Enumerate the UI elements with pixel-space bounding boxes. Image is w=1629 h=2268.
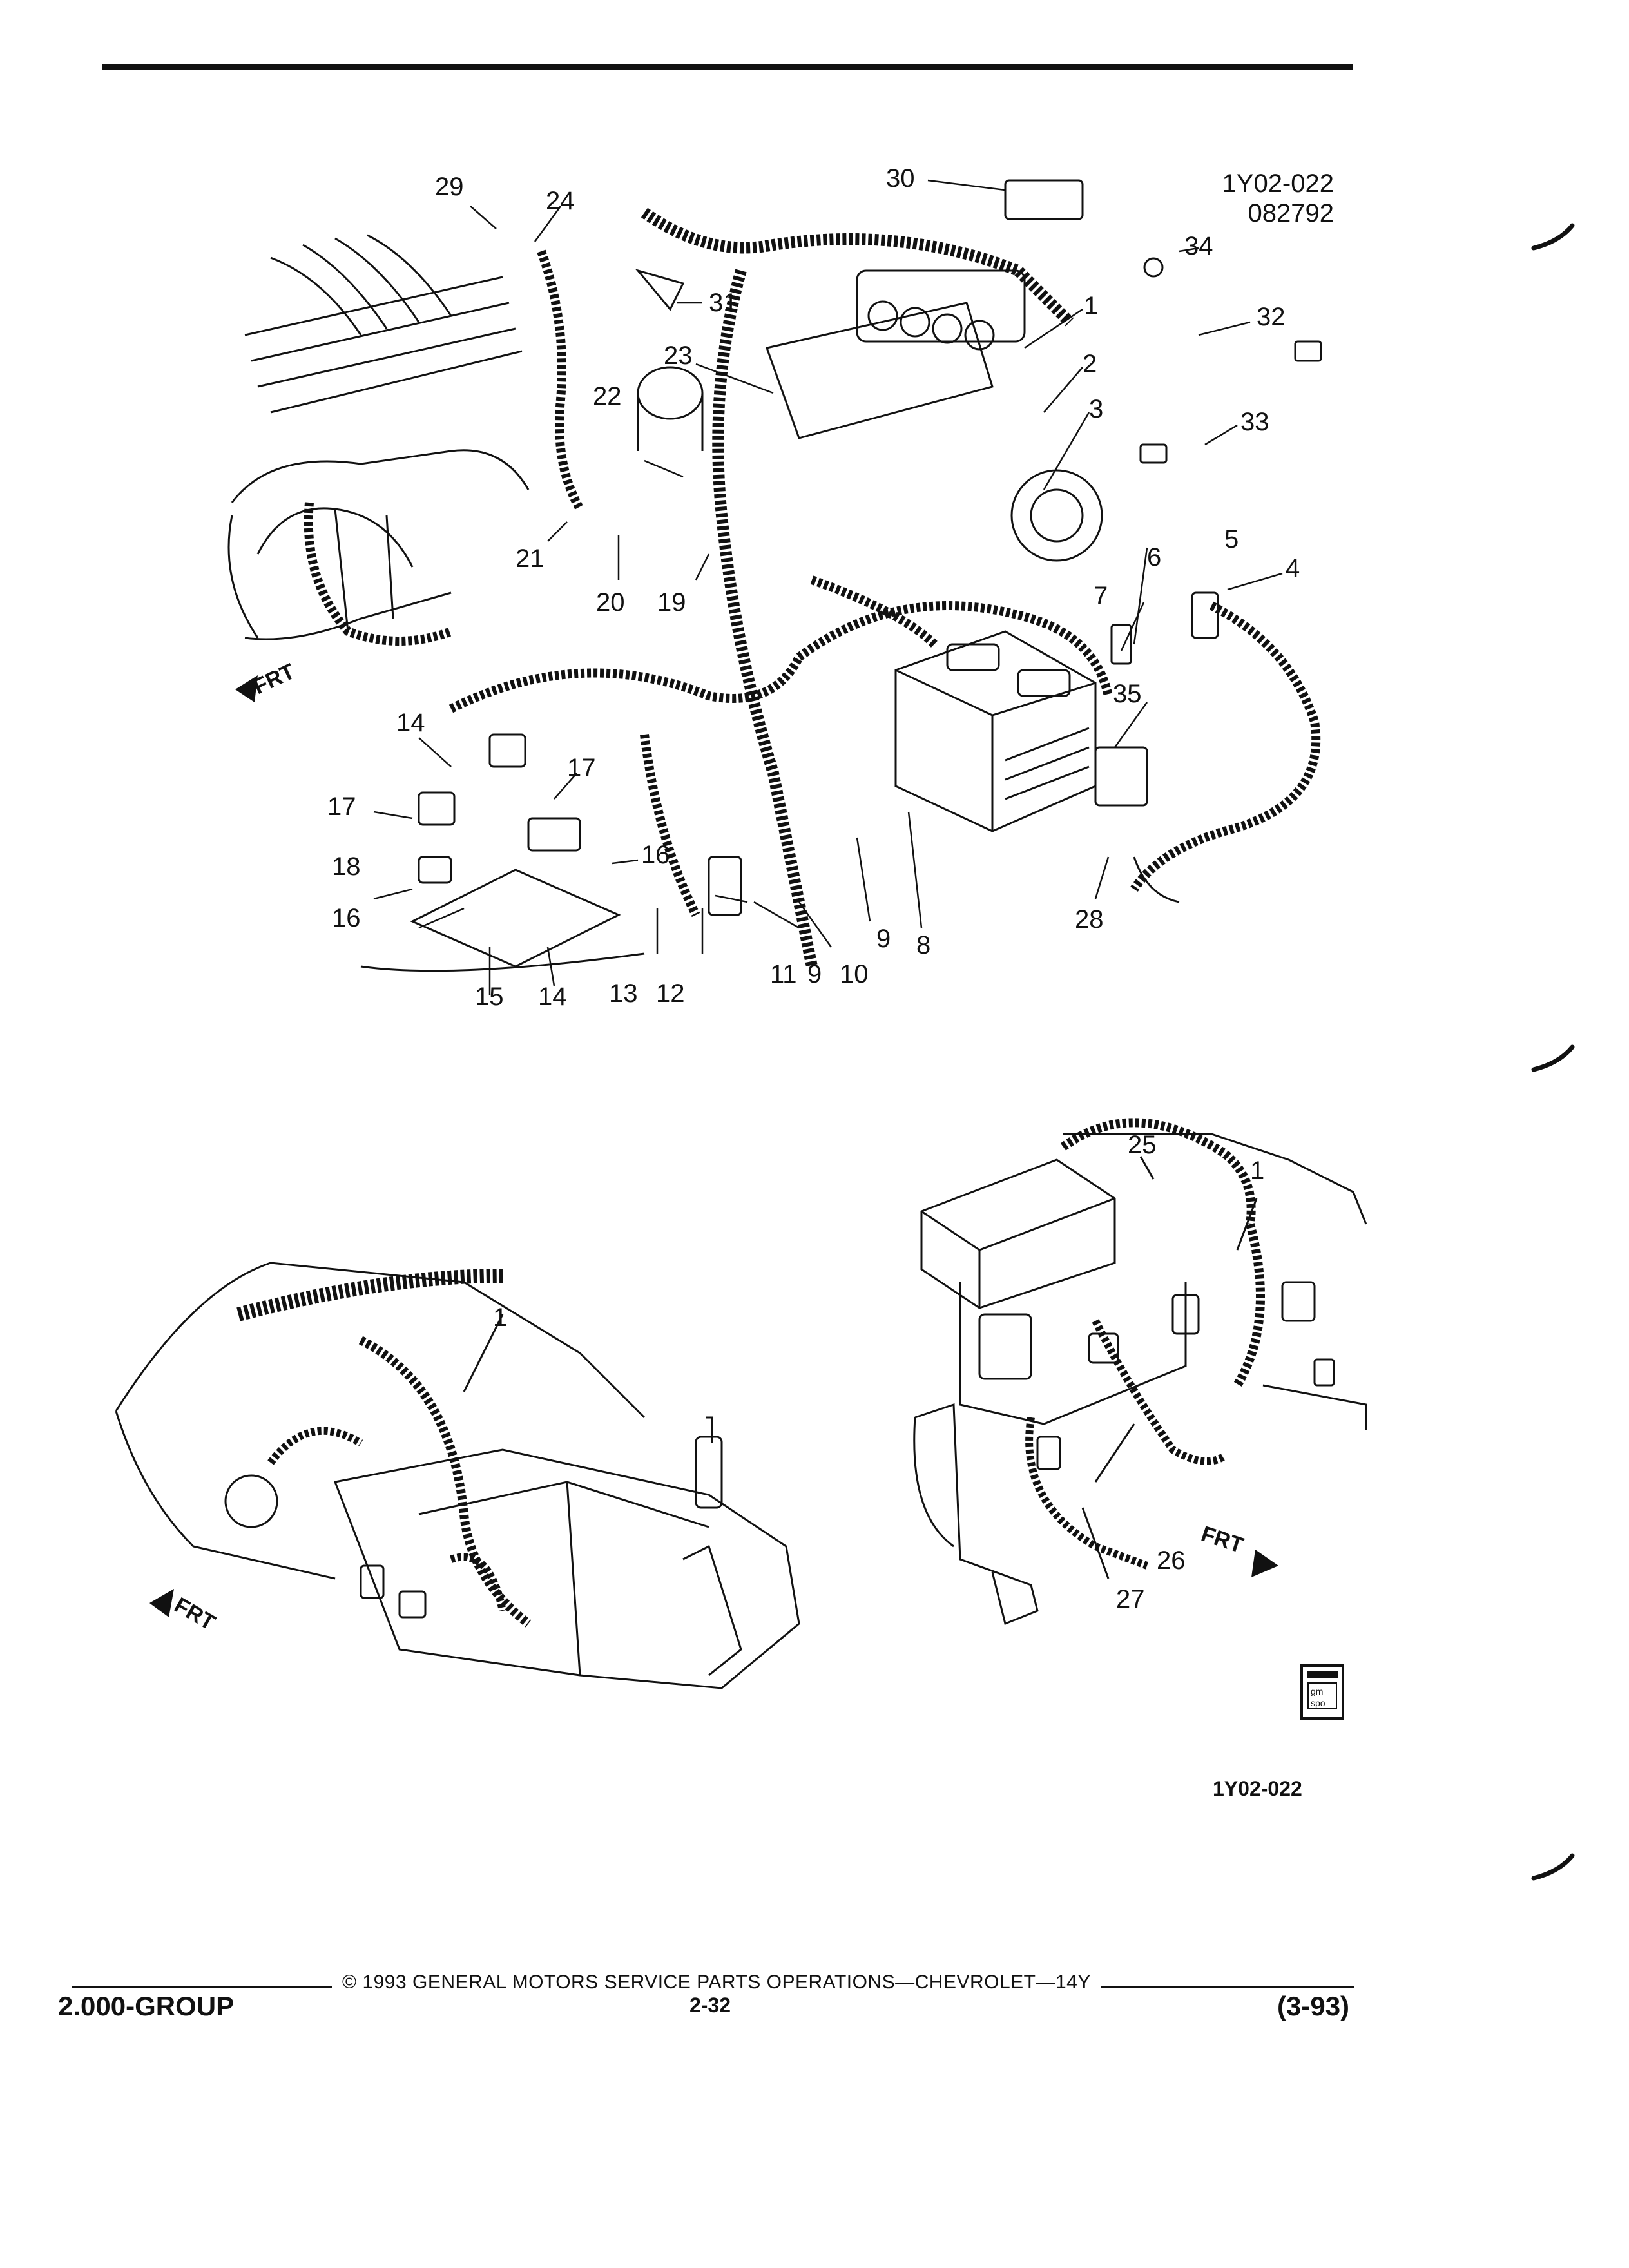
callout-12: 12 — [656, 979, 685, 1008]
callout-4: 4 — [1286, 554, 1300, 582]
callout-20: 20 — [596, 588, 625, 617]
callout-29: 29 — [435, 173, 464, 201]
callout-10: 10 — [840, 960, 869, 988]
callout-5: 5 — [1224, 525, 1239, 553]
front-direction-arrow: FRT — [235, 659, 298, 702]
svg-text:FRT: FRT — [249, 659, 298, 699]
callout-9b: 9 — [876, 925, 891, 953]
callout-7: 7 — [1094, 582, 1108, 610]
callout-28: 28 — [1075, 905, 1104, 934]
transmission-illustration — [115, 1262, 800, 1689]
figure-id-line1: 1Y02-022 — [1222, 169, 1334, 198]
footer-group: 2.000-GROUP — [58, 1991, 235, 2021]
callout-1-transmission: 1 — [493, 1303, 507, 1332]
figure-id: 1Y02-022 082792 — [1147, 169, 1334, 228]
callout-24: 24 — [546, 187, 575, 215]
callout-18: 18 — [332, 852, 361, 881]
callout-35: 35 — [1113, 680, 1142, 708]
callout-14b: 14 — [538, 983, 567, 1011]
callout-14a: 14 — [396, 709, 425, 737]
callout-17b: 17 — [327, 793, 356, 821]
callout-8: 8 — [916, 931, 930, 959]
callout-19: 19 — [657, 588, 686, 617]
callout-25: 25 — [1128, 1131, 1157, 1159]
bottom-figure-id: 1Y02-022 — [1213, 1777, 1302, 1800]
top-rule — [102, 64, 1353, 70]
callout-21: 21 — [516, 544, 545, 573]
callout-22: 22 — [593, 382, 622, 410]
binder-mark — [1531, 1044, 1575, 1072]
callout-23: 23 — [664, 341, 693, 370]
callout-6: 6 — [1147, 543, 1161, 572]
callout-32: 32 — [1257, 303, 1286, 331]
callout-13: 13 — [609, 979, 638, 1008]
callout-16a: 16 — [641, 841, 670, 869]
engine-bay-illustration — [227, 179, 1322, 972]
footer-page-number: 2-32 — [689, 1994, 731, 2017]
svg-text:FRT: FRT — [170, 1593, 219, 1635]
binder-mark — [1531, 1853, 1575, 1881]
callouts-top: 29 24 30 31 23 22 1 2 3 34 32 33 5 4 6 7… — [327, 164, 1300, 1011]
callout-3: 3 — [1089, 395, 1103, 423]
front-direction-arrow-fusebox: FRT — [1199, 1521, 1278, 1577]
callout-2: 2 — [1083, 350, 1097, 378]
callout-11: 11 — [770, 960, 797, 988]
front-direction-arrow-transmission: FRT — [149, 1589, 219, 1635]
svg-text:spo: spo — [1311, 1698, 1325, 1708]
binder-mark — [1531, 223, 1575, 251]
callout-27: 27 — [1116, 1585, 1145, 1613]
callout-33: 33 — [1240, 408, 1269, 436]
svg-text:gm: gm — [1311, 1686, 1323, 1696]
callout-17a: 17 — [567, 754, 596, 782]
callout-15: 15 — [475, 983, 504, 1011]
callout-1-fusebox: 1 — [1250, 1157, 1264, 1185]
gm-spo-logo: gm spo — [1300, 1664, 1344, 1720]
footer-copyright: © 1993 GENERAL MOTORS SERVICE PARTS OPER… — [332, 1972, 1101, 1994]
footer-date: (3-93) — [1277, 1991, 1350, 2021]
callout-16b: 16 — [332, 904, 361, 932]
callout-9a: 9 — [807, 960, 822, 988]
callout-30: 30 — [886, 164, 915, 193]
svg-text:FRT: FRT — [1199, 1521, 1247, 1558]
figure-id-line2: 082792 — [1248, 199, 1334, 227]
fuse-box-illustration — [913, 1118, 1367, 1626]
callout-26: 26 — [1157, 1546, 1186, 1575]
callout-1: 1 — [1084, 292, 1098, 320]
callout-31: 31 — [709, 289, 738, 317]
leader-lines — [373, 179, 1283, 995]
callout-34: 34 — [1184, 232, 1213, 260]
